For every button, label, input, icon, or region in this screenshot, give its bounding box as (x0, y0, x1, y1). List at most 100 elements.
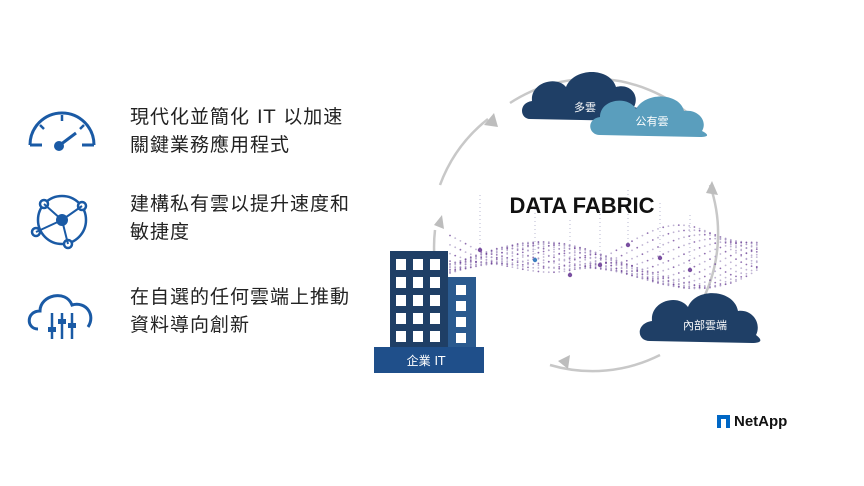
wave-particle (516, 267, 519, 270)
wave-particle (620, 264, 623, 267)
wave-particle (563, 247, 566, 250)
building-window (396, 313, 406, 324)
wave-particle (735, 249, 737, 252)
wave-particle (662, 282, 665, 285)
wave-particle (532, 256, 535, 259)
wave-particle (657, 236, 659, 239)
wave-particle (646, 273, 649, 275)
wave-particle (677, 264, 680, 267)
wave-particle (636, 273, 639, 276)
data-pin-dot (687, 267, 693, 273)
wave-particle (735, 240, 737, 242)
wave-particle (709, 258, 711, 260)
wave-particle (537, 262, 540, 265)
data-pin-dot (625, 242, 631, 248)
wave-particle (735, 252, 737, 254)
wave-particle (542, 271, 545, 273)
wave-particle (464, 242, 467, 245)
wave-particle (688, 225, 691, 227)
wave-particle (693, 284, 696, 287)
wave-particle (620, 271, 623, 274)
wave-particle (511, 258, 514, 261)
wave-particle (563, 259, 566, 262)
wave-particle (641, 253, 644, 256)
building-window (456, 317, 466, 327)
wave-particle (714, 281, 717, 284)
wave-particle (724, 257, 727, 260)
wave-particle (589, 264, 592, 267)
wave-particle (558, 242, 561, 245)
wave-particle (719, 284, 722, 287)
wave-particle (485, 251, 488, 253)
building-window (430, 259, 440, 270)
wave-particle (735, 270, 737, 273)
wave-particle (527, 266, 529, 269)
wave-particle (750, 254, 753, 257)
wave-particle (662, 226, 665, 229)
wave-particle (490, 249, 493, 252)
data-pin-dot (477, 247, 483, 253)
wave-particle (672, 283, 675, 286)
wave-particle (599, 256, 602, 258)
wave-particle (667, 241, 670, 244)
wave-particle (688, 229, 691, 232)
wave-particle (506, 245, 509, 248)
wave-particle (449, 272, 451, 274)
wave-particle (521, 265, 524, 268)
wave-particle (750, 265, 753, 267)
wave-particle (454, 266, 457, 268)
wave-particle (662, 253, 665, 256)
wave-particle (542, 243, 545, 246)
wave-particle (501, 251, 503, 254)
wave-particle (449, 270, 451, 273)
building-window (456, 285, 466, 295)
wave-particle (729, 239, 732, 242)
wave-particle (755, 241, 758, 244)
wave-particle (672, 224, 675, 227)
wave-particle (527, 249, 529, 252)
wave-particle (501, 255, 503, 257)
wave-particle (719, 283, 722, 285)
building-window (413, 331, 423, 342)
public-cloud: 公有雲 (590, 96, 708, 137)
wave-particle (667, 283, 670, 286)
wave-particle (558, 259, 561, 262)
wave-particle (485, 252, 488, 255)
wave-particle (610, 264, 613, 267)
wave-particle (714, 263, 717, 265)
wave-particle (709, 279, 711, 281)
wave-particle (579, 266, 581, 269)
wave-particle (573, 247, 576, 249)
wave-particle (625, 259, 628, 262)
wave-particle (532, 266, 535, 269)
wave-particle (662, 269, 665, 272)
wave-particle (449, 252, 451, 255)
wave-particle (521, 244, 524, 247)
wave-particle (755, 248, 758, 251)
wave-particle (537, 246, 540, 249)
netapp-mark-icon (717, 414, 730, 428)
wave-particle (532, 270, 535, 272)
wave-particle (511, 263, 514, 266)
wave-particle (625, 263, 628, 266)
building-window (430, 313, 440, 324)
wave-particle (449, 263, 451, 266)
wave-particle (729, 273, 732, 276)
wave-particle (646, 267, 649, 269)
wave-particle (542, 247, 545, 250)
wave-particle (719, 274, 722, 276)
wave-particle (594, 260, 597, 263)
wave-particle (495, 254, 498, 256)
wave-particle (449, 268, 451, 271)
wave-particle (683, 244, 685, 247)
wave-particle (537, 251, 540, 254)
feature-data-innovation: 在自選的任何雲端上推動 資料導向創新 (22, 283, 362, 355)
wave-particle (677, 278, 680, 281)
enterprise-it: 企業 IT (374, 251, 484, 373)
wave-particle (563, 246, 566, 248)
wave-particle (755, 266, 758, 269)
wave-particle (563, 252, 566, 255)
wave-particle (459, 256, 462, 259)
wave-particle (719, 267, 722, 270)
data-pin-dot (597, 262, 603, 268)
